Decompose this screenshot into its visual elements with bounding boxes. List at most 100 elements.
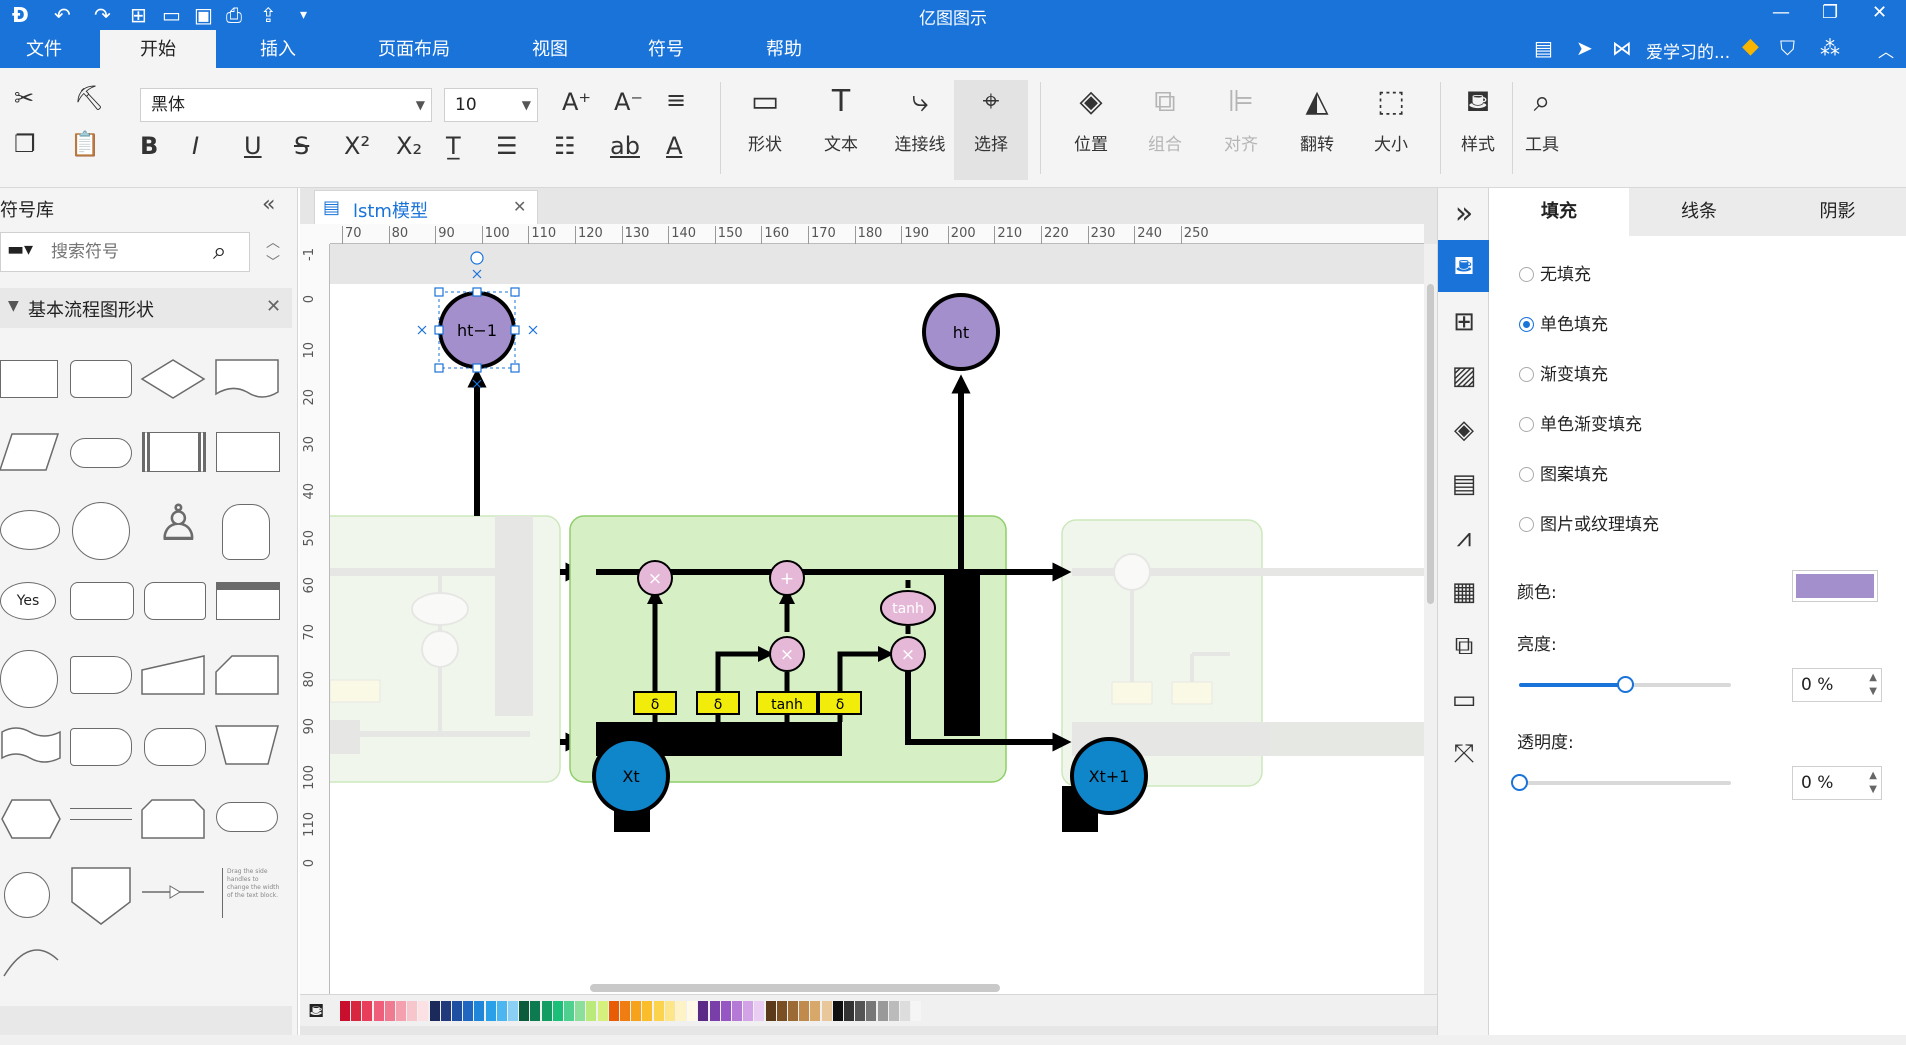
flip-button[interactable]: ◭ 翻转 [1282, 80, 1352, 180]
palette-swatch[interactable] [541, 1001, 552, 1021]
text-spacing-icon[interactable]: T̲ [446, 132, 461, 160]
palette-swatch[interactable] [676, 1001, 686, 1021]
minimize-icon[interactable]: — [1772, 2, 1790, 23]
palette-swatch[interactable] [340, 1001, 350, 1021]
palette-swatch[interactable] [351, 1001, 362, 1021]
palette-swatch[interactable] [418, 1001, 429, 1021]
palette-swatch[interactable] [620, 1001, 630, 1021]
tab-home[interactable]: 开始 [100, 30, 216, 68]
new-file-icon[interactable]: ⊞ [130, 3, 147, 27]
manual-operation-shape[interactable] [214, 724, 280, 766]
print-icon[interactable]: ⎙ [226, 3, 242, 27]
palette-swatch[interactable] [732, 1001, 742, 1021]
presentation-icon[interactable]: ▭ [1451, 685, 1477, 715]
capsule-shape[interactable] [216, 802, 278, 832]
loop-limit-shape[interactable] [140, 798, 206, 840]
select-button[interactable]: ⌖ 选择 [954, 80, 1028, 180]
close-icon[interactable]: ✕ [1872, 2, 1888, 23]
terminator-shape[interactable] [70, 438, 132, 468]
delay-shape[interactable] [70, 656, 132, 694]
size-button[interactable]: ⬚ 大小 [1356, 80, 1426, 180]
palette-swatch[interactable] [530, 1001, 541, 1021]
drawing-page[interactable]: × + × × tanh δ δ tanh δ ht−1 [330, 244, 1424, 1004]
close-tab-icon[interactable]: ✕ [513, 197, 527, 216]
radio-gradient[interactable] [1519, 367, 1534, 382]
tab-file[interactable]: 文件 [26, 39, 62, 60]
share-icon[interactable]: ⋈ [1612, 36, 1632, 60]
flow-line-shape[interactable] [140, 882, 206, 902]
radio-texture[interactable] [1519, 517, 1534, 532]
hidden-node[interactable] [922, 293, 1000, 371]
restore-icon[interactable]: ❐ [1822, 2, 1839, 23]
fill-properties-icon[interactable]: ⛾ [1438, 240, 1490, 292]
output-mul-node[interactable] [890, 636, 926, 672]
fill-option-texture[interactable]: 图片或纹理填充 [1519, 510, 1659, 535]
rounded-rect-shape[interactable] [70, 360, 132, 398]
connector-button[interactable]: ⤷ 连接线 [880, 80, 960, 180]
user-name[interactable]: 爱学习的... [1646, 43, 1731, 63]
palette-swatch[interactable] [564, 1001, 574, 1021]
annotation-shape[interactable]: Drag the side handles to change the widt… [222, 868, 280, 918]
palette-swatch[interactable] [709, 1001, 720, 1021]
palette-swatch[interactable] [396, 1001, 406, 1021]
rotate-handle[interactable] [470, 251, 484, 265]
tape-shape[interactable] [0, 724, 62, 766]
collapse-ribbon-icon[interactable]: ︿ [1878, 42, 1895, 61]
palette-swatch[interactable] [900, 1001, 910, 1021]
brightness-input[interactable]: 0 % ▲▼ [1792, 668, 1882, 702]
library-menu-icon[interactable]: ▬▾ [7, 239, 34, 260]
comment-icon[interactable]: ▤ [1534, 36, 1553, 60]
chart-icon[interactable]: ⩘ [1456, 523, 1472, 553]
card-shape[interactable] [216, 582, 280, 620]
search-icon[interactable]: ⌕ [213, 237, 227, 265]
tab-view[interactable]: 视图 [532, 39, 568, 60]
palette-swatch[interactable] [362, 1001, 373, 1021]
decision-shape[interactable] [140, 358, 206, 400]
page-icon[interactable]: ▤ [1451, 469, 1477, 499]
radio-solid[interactable] [1519, 317, 1534, 332]
palette-swatch[interactable] [452, 1001, 462, 1021]
send-icon[interactable]: ➤ [1576, 36, 1593, 60]
format-painter-icon[interactable]: ⛏ [74, 84, 105, 112]
open-folder-icon[interactable]: ▭ [162, 3, 181, 27]
image-icon[interactable]: ▨ [1451, 361, 1477, 391]
scroll-up-icon[interactable]: ︿ [266, 235, 280, 251]
cut-icon[interactable]: ✂ [14, 84, 35, 112]
palette-swatch[interactable] [519, 1001, 530, 1021]
highlight-icon[interactable]: ab [610, 132, 640, 160]
document-shape[interactable] [214, 358, 280, 400]
palette-swatch[interactable] [810, 1001, 821, 1021]
fill-option-mono-gradient[interactable]: 单色渐变填充 [1519, 410, 1642, 435]
fill-option-gradient[interactable]: 渐变填充 [1519, 360, 1608, 385]
group-button[interactable]: ⧉ 组合 [1130, 80, 1200, 180]
palette-swatch[interactable] [384, 1001, 395, 1021]
palette-swatch[interactable] [743, 1001, 754, 1021]
palette-swatch[interactable] [440, 1001, 451, 1021]
font-color-icon[interactable]: A [666, 132, 683, 160]
input-mul-node[interactable] [769, 636, 805, 672]
arc-shape[interactable] [0, 940, 62, 980]
undo-icon[interactable]: ↶ [54, 3, 71, 27]
font-size-select[interactable]: 10 ▼ [444, 88, 538, 122]
layers-icon[interactable]: ◈ [1454, 415, 1474, 445]
palette-swatch[interactable] [597, 1001, 608, 1021]
save-icon[interactable]: ▣ [194, 3, 213, 27]
next-lstm-cell[interactable] [1061, 519, 1424, 787]
manual-input-shape[interactable] [140, 654, 206, 696]
spin-arrows-icon[interactable]: ▲▼ [1869, 770, 1877, 795]
palette-swatch[interactable] [788, 1001, 798, 1021]
palette-swatch[interactable] [754, 1001, 765, 1021]
palette-swatch[interactable] [888, 1001, 899, 1021]
forget-sigma-gate[interactable] [633, 691, 677, 715]
shapes-data-icon[interactable]: ⧉ [1454, 631, 1474, 661]
transparency-slider[interactable] [1511, 774, 1731, 791]
display-shape[interactable] [214, 654, 280, 696]
color-picker[interactable] [1792, 570, 1878, 602]
palette-swatch[interactable] [855, 1001, 866, 1021]
predefined-process-shape[interactable] [142, 432, 206, 472]
copy-icon[interactable]: ❐ [14, 130, 36, 158]
strikethrough-icon[interactable]: S [294, 132, 310, 160]
vertical-scrollbar[interactable] [1424, 244, 1437, 994]
grow-font-icon[interactable]: A⁺ [562, 88, 592, 116]
brightness-slider[interactable] [1519, 676, 1731, 693]
